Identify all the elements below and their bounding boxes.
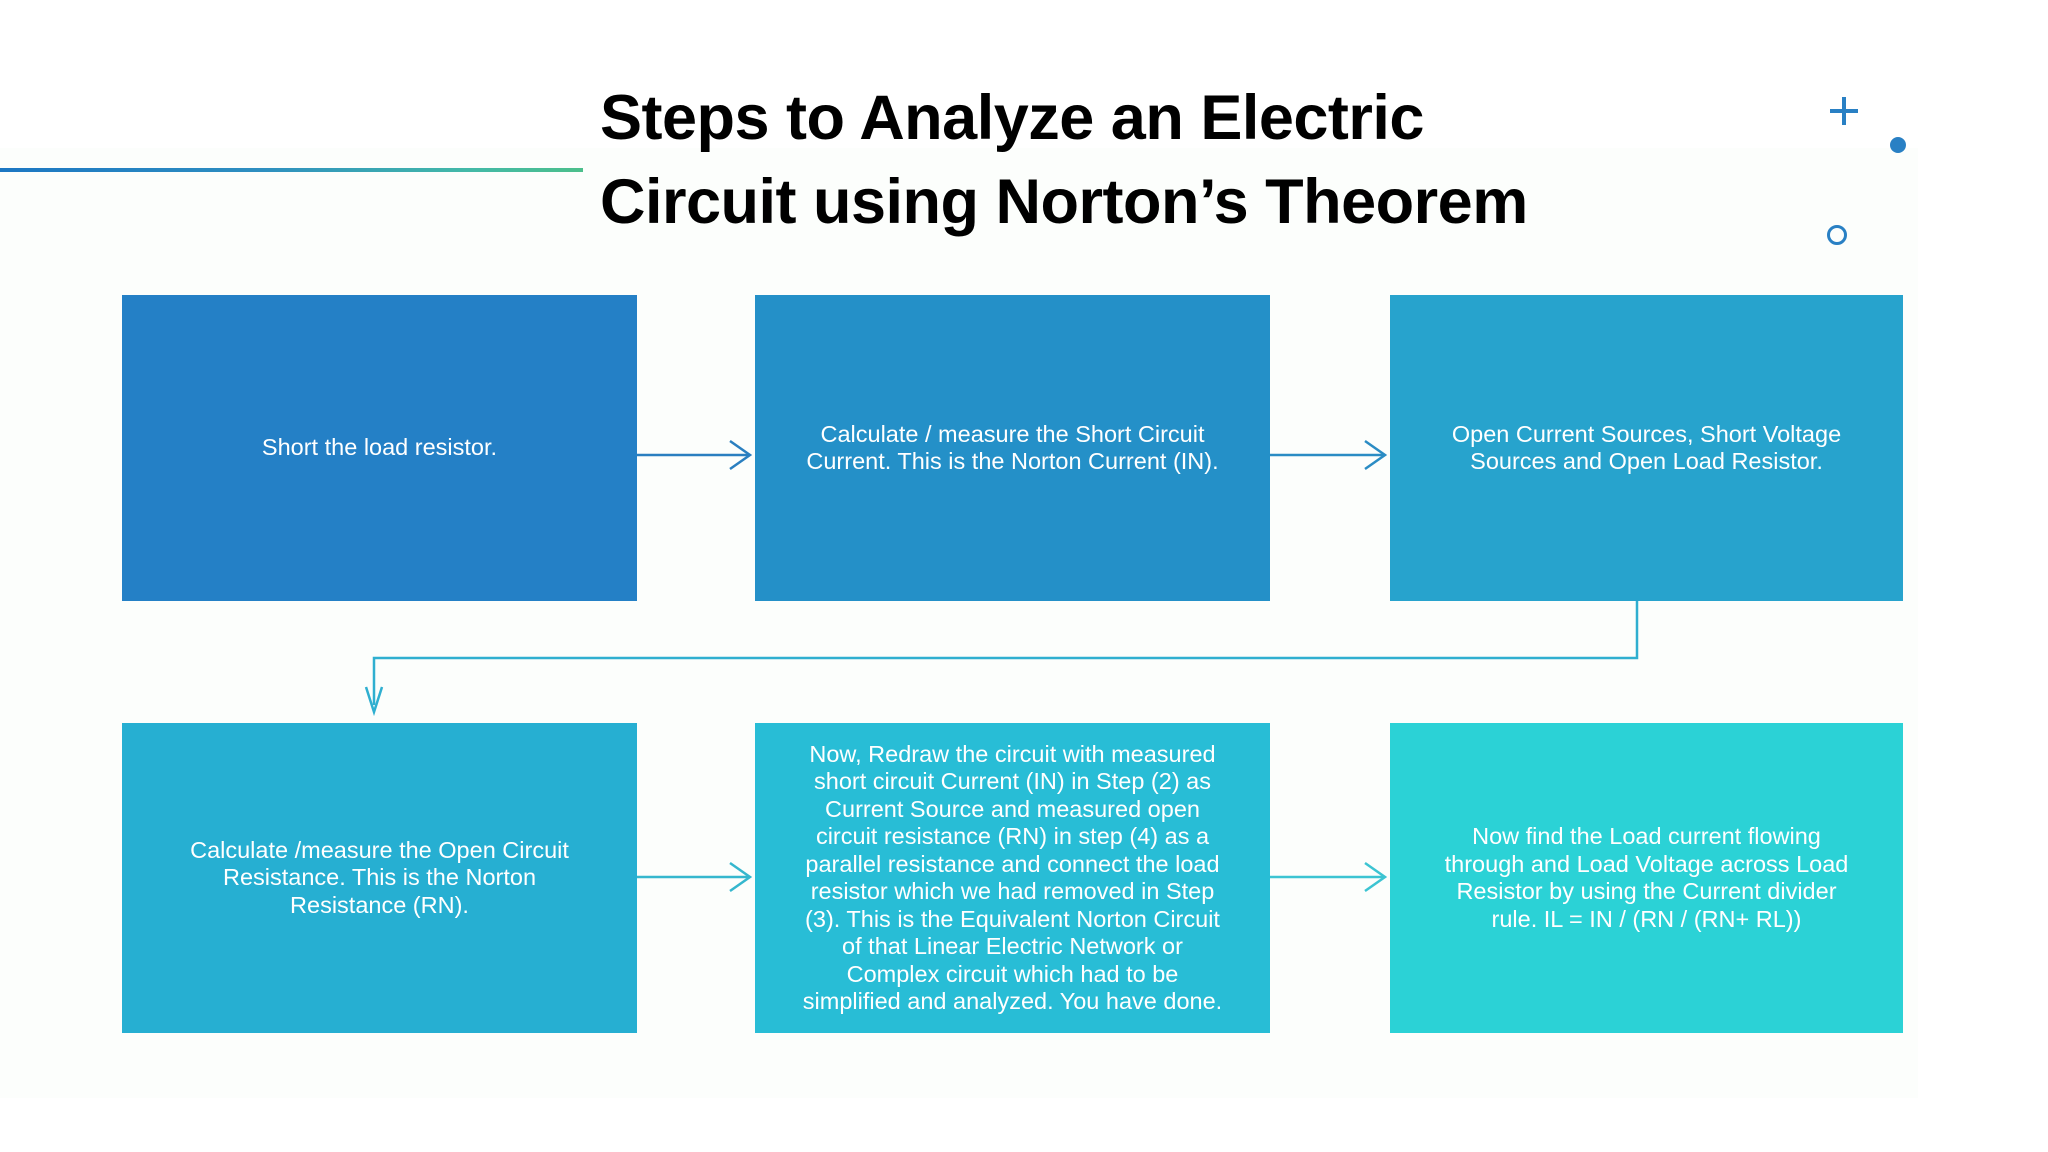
accent-rule — [0, 168, 583, 172]
flow-step-1[interactable]: Short the load resistor. — [122, 295, 637, 601]
flow-step-4-label: Calculate /measure the Open Circuit Resi… — [190, 836, 569, 918]
flow-step-3[interactable]: Open Current Sources, Short Voltage Sour… — [1390, 295, 1903, 601]
filled-dot-icon — [1890, 137, 1906, 153]
flow-step-6-label: Now find the Load current flowing throug… — [1444, 823, 1849, 932]
flow-step-5[interactable]: Now, Redraw the circuit with measured sh… — [755, 723, 1270, 1033]
page-title: Steps to Analyze an Electric Circuit usi… — [600, 83, 1528, 237]
flow-step-1-label: Short the load resistor. — [261, 434, 498, 461]
flow-step-4[interactable]: Calculate /measure the Open Circuit Resi… — [122, 723, 637, 1033]
plus-icon — [1830, 97, 1858, 125]
flow-step-2[interactable]: Calculate / measure the Short Circuit Cu… — [755, 295, 1270, 601]
flow-step-6[interactable]: Now find the Load current flowing throug… — [1390, 723, 1903, 1033]
flow-step-2-label: Calculate / measure the Short Circuit Cu… — [806, 420, 1219, 475]
hollow-circle-icon — [1827, 225, 1847, 245]
flow-step-5-label: Now, Redraw the circuit with measured sh… — [802, 740, 1223, 1015]
flow-step-3-label: Open Current Sources, Short Voltage Sour… — [1451, 420, 1842, 475]
